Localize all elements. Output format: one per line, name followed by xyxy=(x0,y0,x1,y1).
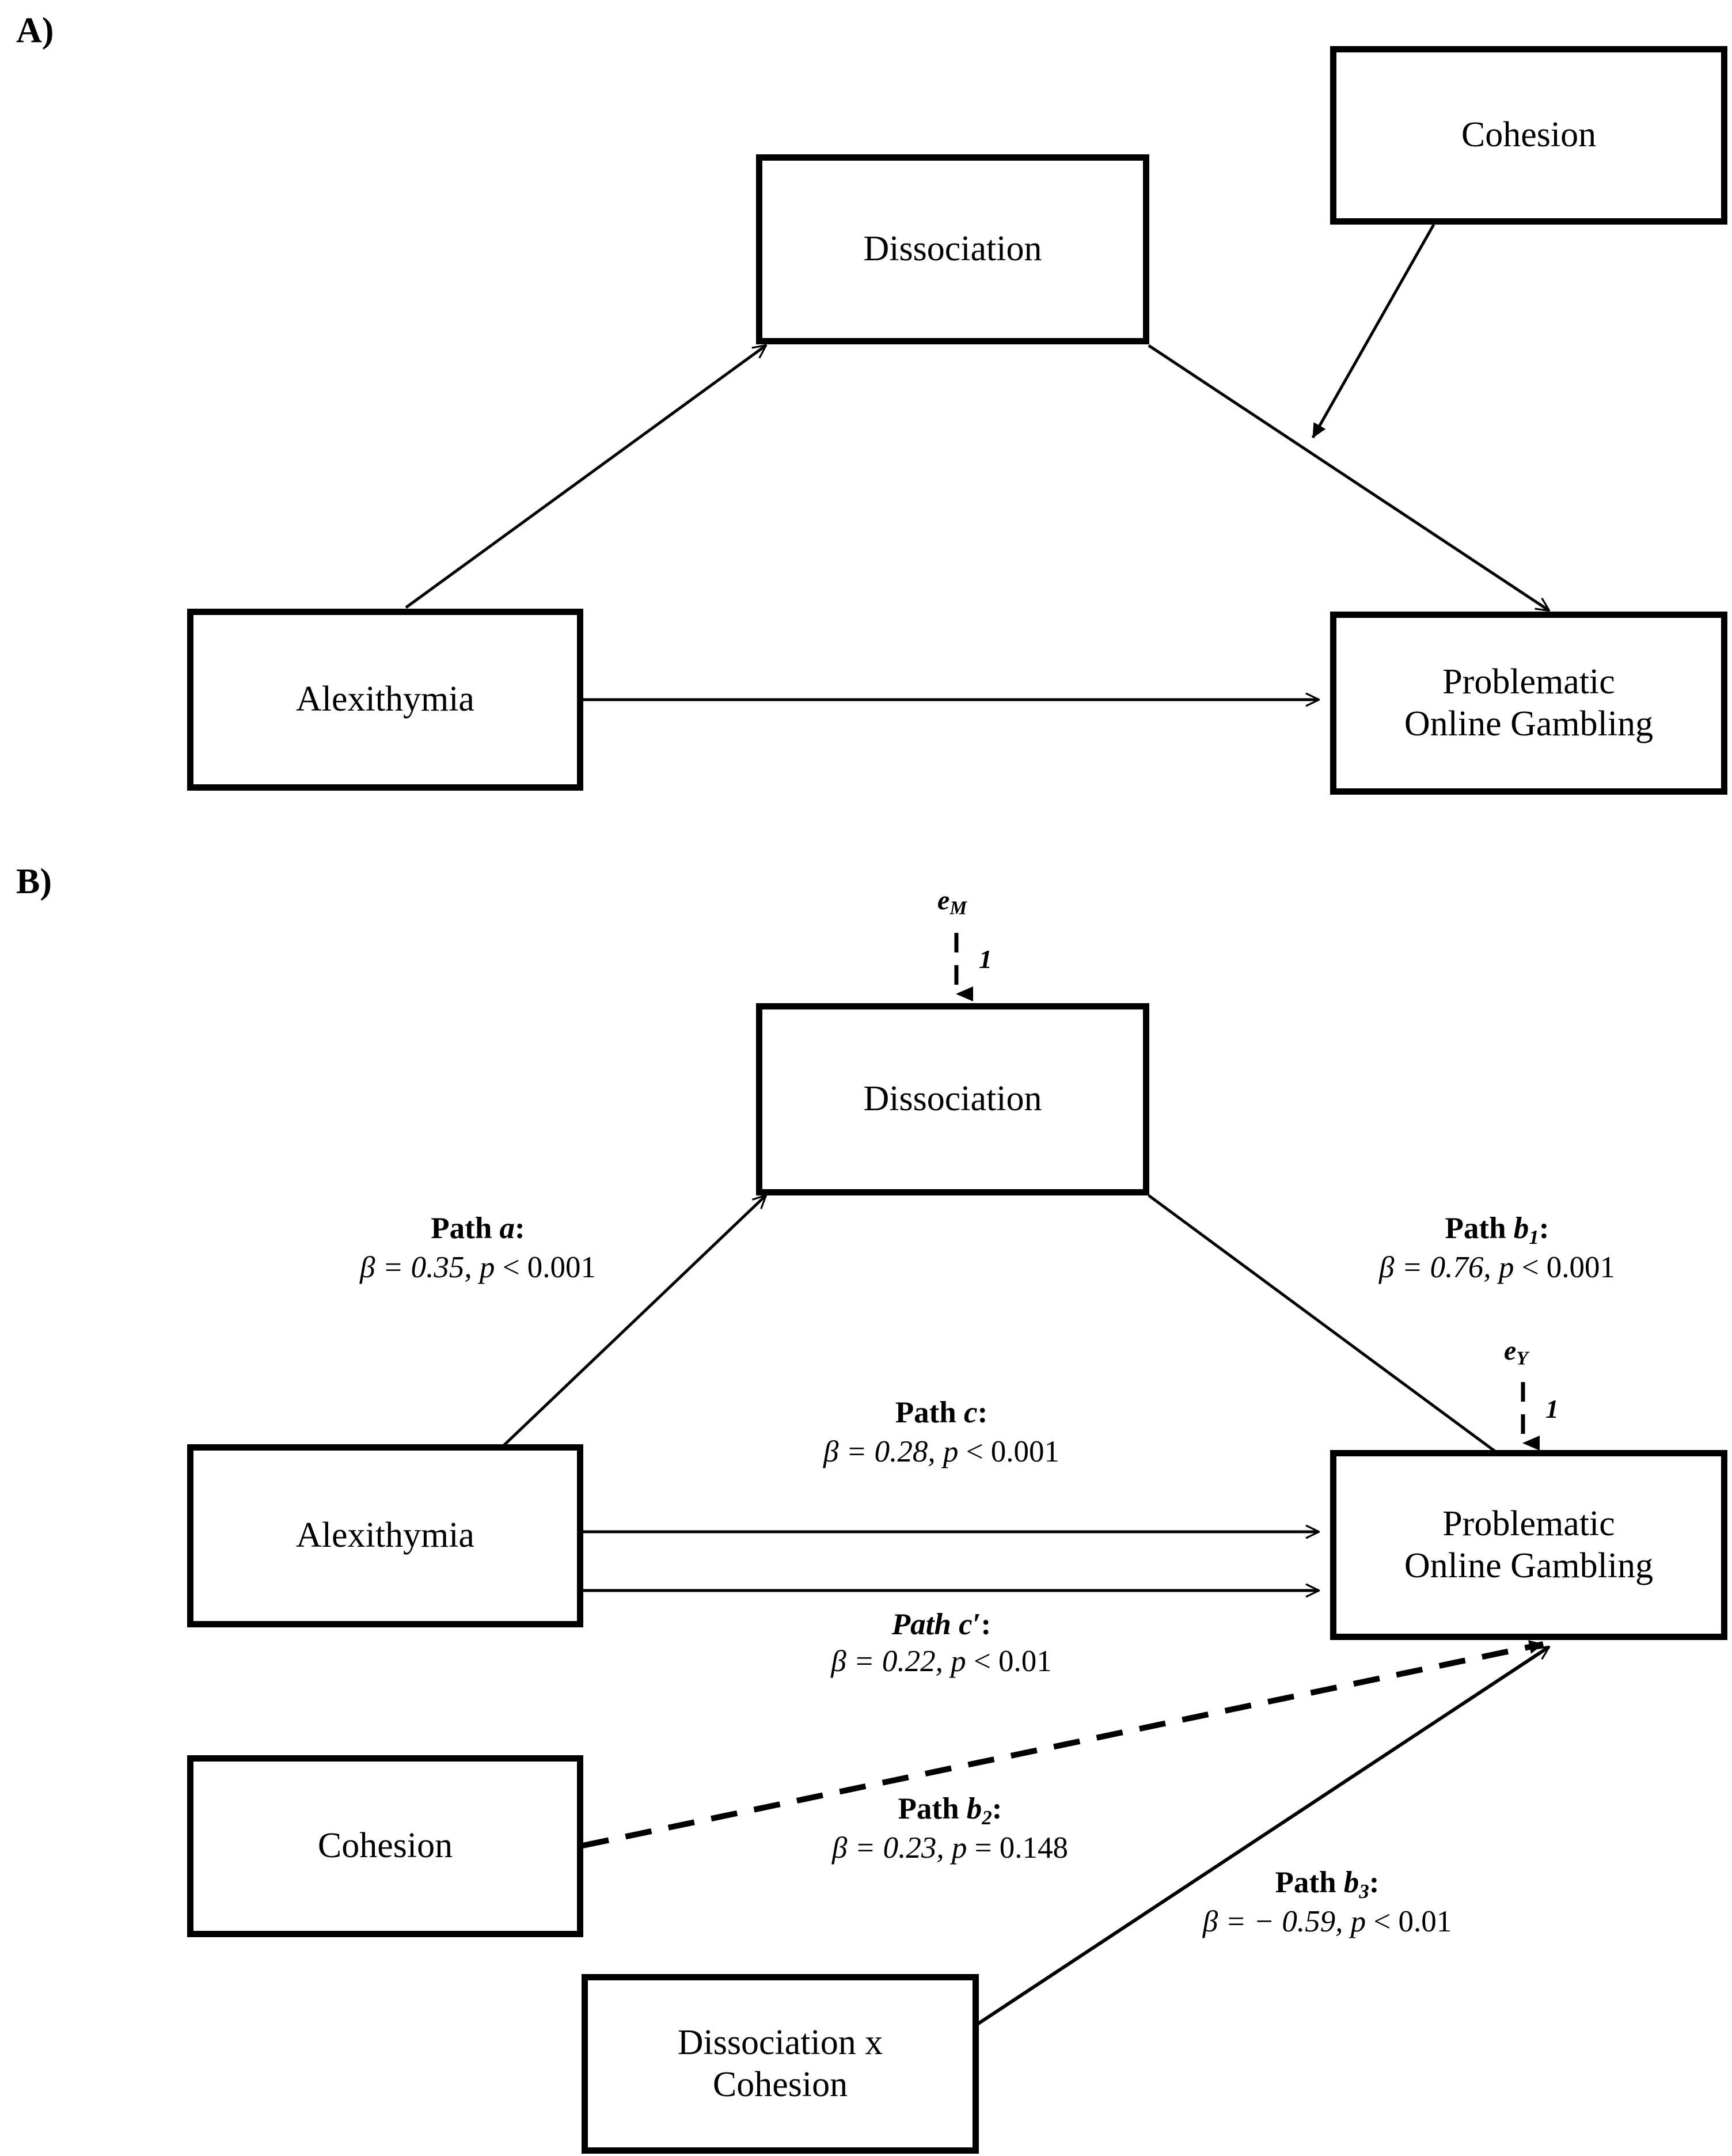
node-b-pog-label-line2: Online Gambling xyxy=(1404,1546,1654,1585)
node-b-interaction-label-line2: Cohesion xyxy=(712,2065,848,2104)
error-term-ey-loading: 1 xyxy=(1545,1394,1559,1424)
node-a-pog-label-line1: Problematic xyxy=(1442,662,1615,701)
edge-a-cohesion-to-path xyxy=(1311,223,1435,439)
path-label-a-title: Path a: xyxy=(431,1212,525,1245)
path-label-b1: Path b1: β = 0.76, p < 0.001 xyxy=(1319,1210,1676,1286)
error-term-ey-subscript: Y xyxy=(1516,1348,1528,1369)
edge-b-cohesion-to-pog xyxy=(582,1640,1544,1848)
path-label-c-stat: β = 0.28, p < 0.001 xyxy=(823,1435,1060,1469)
error-term-em-loading: 1 xyxy=(979,944,992,974)
panel-b-label: B) xyxy=(16,862,52,901)
node-b-alexithymia: Alexithymia xyxy=(187,1444,583,1627)
node-a-dissociation-label: Dissociation xyxy=(863,229,1042,269)
node-a-pog-label-line2: Online Gambling xyxy=(1404,704,1654,743)
edge-b-interaction-to-pog xyxy=(972,1647,1549,2029)
path-label-c-prime: Path c′: β = 0.22, p < 0.01 xyxy=(763,1607,1120,1680)
path-label-c-prime-title: Path c′: xyxy=(891,1608,992,1641)
node-b-cohesion-label: Cohesion xyxy=(317,1826,453,1866)
node-a-alexithymia-label: Alexithymia xyxy=(296,680,474,719)
path-label-b2: Path b2: β = 0.23, p = 0.148 xyxy=(772,1791,1129,1867)
path-label-c: Path c: β = 0.28, p < 0.001 xyxy=(763,1395,1120,1471)
path-label-c-title: Path c: xyxy=(895,1396,988,1429)
edge-a-dissociation-to-pog xyxy=(1148,344,1549,610)
node-b-pog-label-line1: Problematic xyxy=(1442,1504,1615,1543)
path-label-b3-title: Path b3: xyxy=(1275,1866,1380,1903)
path-label-b1-stat: β = 0.76, p < 0.001 xyxy=(1378,1251,1616,1285)
node-b-pog: Problematic Online Gambling xyxy=(1330,1450,1727,1640)
node-a-dissociation: Dissociation xyxy=(756,154,1149,344)
node-b-alexithymia-label: Alexithymia xyxy=(296,1516,474,1555)
node-b-cohesion: Cohesion xyxy=(187,1755,583,1937)
error-term-em-symbol: e xyxy=(937,885,950,916)
panel-a-label: A) xyxy=(16,11,54,50)
error-term-em-subscript: M xyxy=(949,897,967,919)
node-b-dissociation-label: Dissociation xyxy=(863,1079,1042,1119)
node-b-interaction-label-line1: Dissociation x xyxy=(677,2022,883,2062)
path-label-b1-title: Path b1: xyxy=(1445,1212,1549,1248)
edge-a-alexithymia-to-dissociation xyxy=(405,346,766,609)
path-label-a: Path a: β = 0.35, p < 0.001 xyxy=(299,1210,656,1286)
node-b-interaction: Dissociation x Cohesion xyxy=(582,1974,979,2154)
path-label-b2-title: Path b2: xyxy=(898,1792,1002,1829)
error-term-ey: eY xyxy=(1504,1335,1528,1369)
node-a-alexithymia: Alexithymia xyxy=(187,609,583,791)
node-a-pog: Problematic Online Gambling xyxy=(1330,612,1727,795)
path-label-a-stat: β = 0.35, p < 0.001 xyxy=(359,1251,597,1285)
edge-b-dissociation-to-pog xyxy=(1148,1194,1514,1466)
node-b-dissociation: Dissociation xyxy=(756,1003,1149,1195)
node-a-cohesion: Cohesion xyxy=(1330,46,1727,225)
error-term-ey-symbol: e xyxy=(1504,1335,1517,1366)
path-label-b3-stat: β = − 0.59, p < 0.01 xyxy=(1202,1905,1452,1939)
error-term-em: eM xyxy=(937,887,967,918)
path-label-b2-stat: β = 0.23, p = 0.148 xyxy=(831,1831,1069,1865)
node-a-cohesion-label: Cohesion xyxy=(1461,115,1597,155)
path-label-c-prime-stat: β = 0.22, p < 0.01 xyxy=(831,1644,1052,1678)
path-label-b3: Path b3: β = − 0.59, p < 0.01 xyxy=(1149,1865,1506,1941)
